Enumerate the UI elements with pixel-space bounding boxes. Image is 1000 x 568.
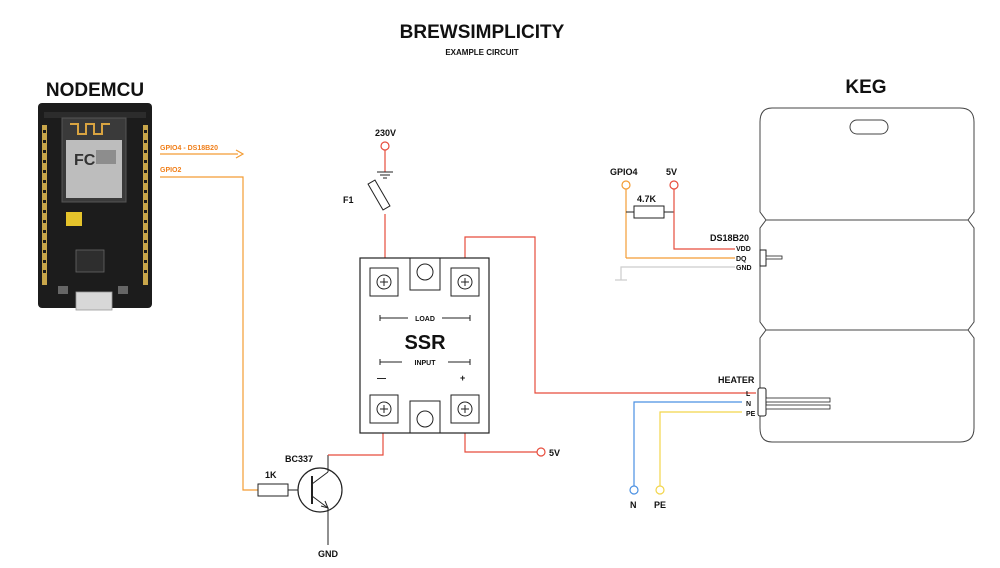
resistor-4k7-label: 4.7K [637,194,657,204]
gpio2-wire [160,176,258,491]
sensor-5v-label: 5V [666,167,677,177]
sensor-pin-vdd: VDD [736,246,751,253]
fuse-f1 [367,179,391,211]
temperature-probe [759,249,783,267]
sensor-gpio-label: GPIO4 [610,167,638,177]
gpio2-signal-label: GPIO2 [160,167,182,174]
heater-pin-l: L [746,391,751,398]
sensor-pin-dq: DQ [736,256,747,263]
sensor-name-label: DS18B20 [710,233,749,243]
vdd-wire [673,189,735,250]
nodemcu-board: FC [38,103,152,311]
heater-pin-pe: PE [746,411,756,418]
diagram-title: BREWSIMPLICITY [400,22,565,43]
neutral-wire [633,401,742,486]
neutral-label: N [630,500,637,510]
ssr-load-label: LOAD [415,316,435,323]
heater-element [757,387,831,417]
svg-text:FC: FC [74,152,96,169]
ssr-label: SSR [404,332,446,354]
ssr-input-label: INPUT [415,360,437,367]
heater-pin-n: N [746,401,751,408]
arrow-icon [235,149,245,159]
ssr-relay [359,257,490,434]
gnd-wire [620,266,735,280]
terminal-gpio4 [621,180,631,190]
nodemcu-label: NODEMCU [46,80,144,101]
terminal-5v [536,447,546,457]
earth-label: PE [654,500,666,510]
terminal-neutral [629,485,639,495]
collector-wire [328,433,384,456]
resistor-4k7 [633,205,665,219]
ground-label: GND [318,549,339,559]
transistor-label: BC337 [285,454,313,464]
ssr-plus-label: + [460,373,465,383]
keg-label: KEG [845,77,886,98]
ssr-5v-label: 5V [549,448,560,458]
supply-230v-label: 230V [375,128,396,138]
transistor-bc337 [297,455,343,545]
ssr-minus-label: — [377,373,386,383]
gpio4-signal-label: GPIO4 - DS18B20 [160,145,218,152]
ssr-load-wire [464,236,756,394]
ssr-input-plus-wire [464,433,537,453]
terminal-sensor-5v [669,180,679,190]
heater-label: HEATER [718,375,755,385]
terminal-230v [380,141,390,151]
fuse-label: F1 [343,195,354,205]
resistor-1k-label: 1K [265,470,277,480]
terminal-earth [655,485,665,495]
diagram-subtitle: EXAMPLE CIRCUIT [445,48,518,57]
keg-outline [759,107,975,443]
earth-wire [659,411,742,486]
sensor-pin-gnd: GND [736,265,752,272]
resistor-1k [257,483,289,497]
